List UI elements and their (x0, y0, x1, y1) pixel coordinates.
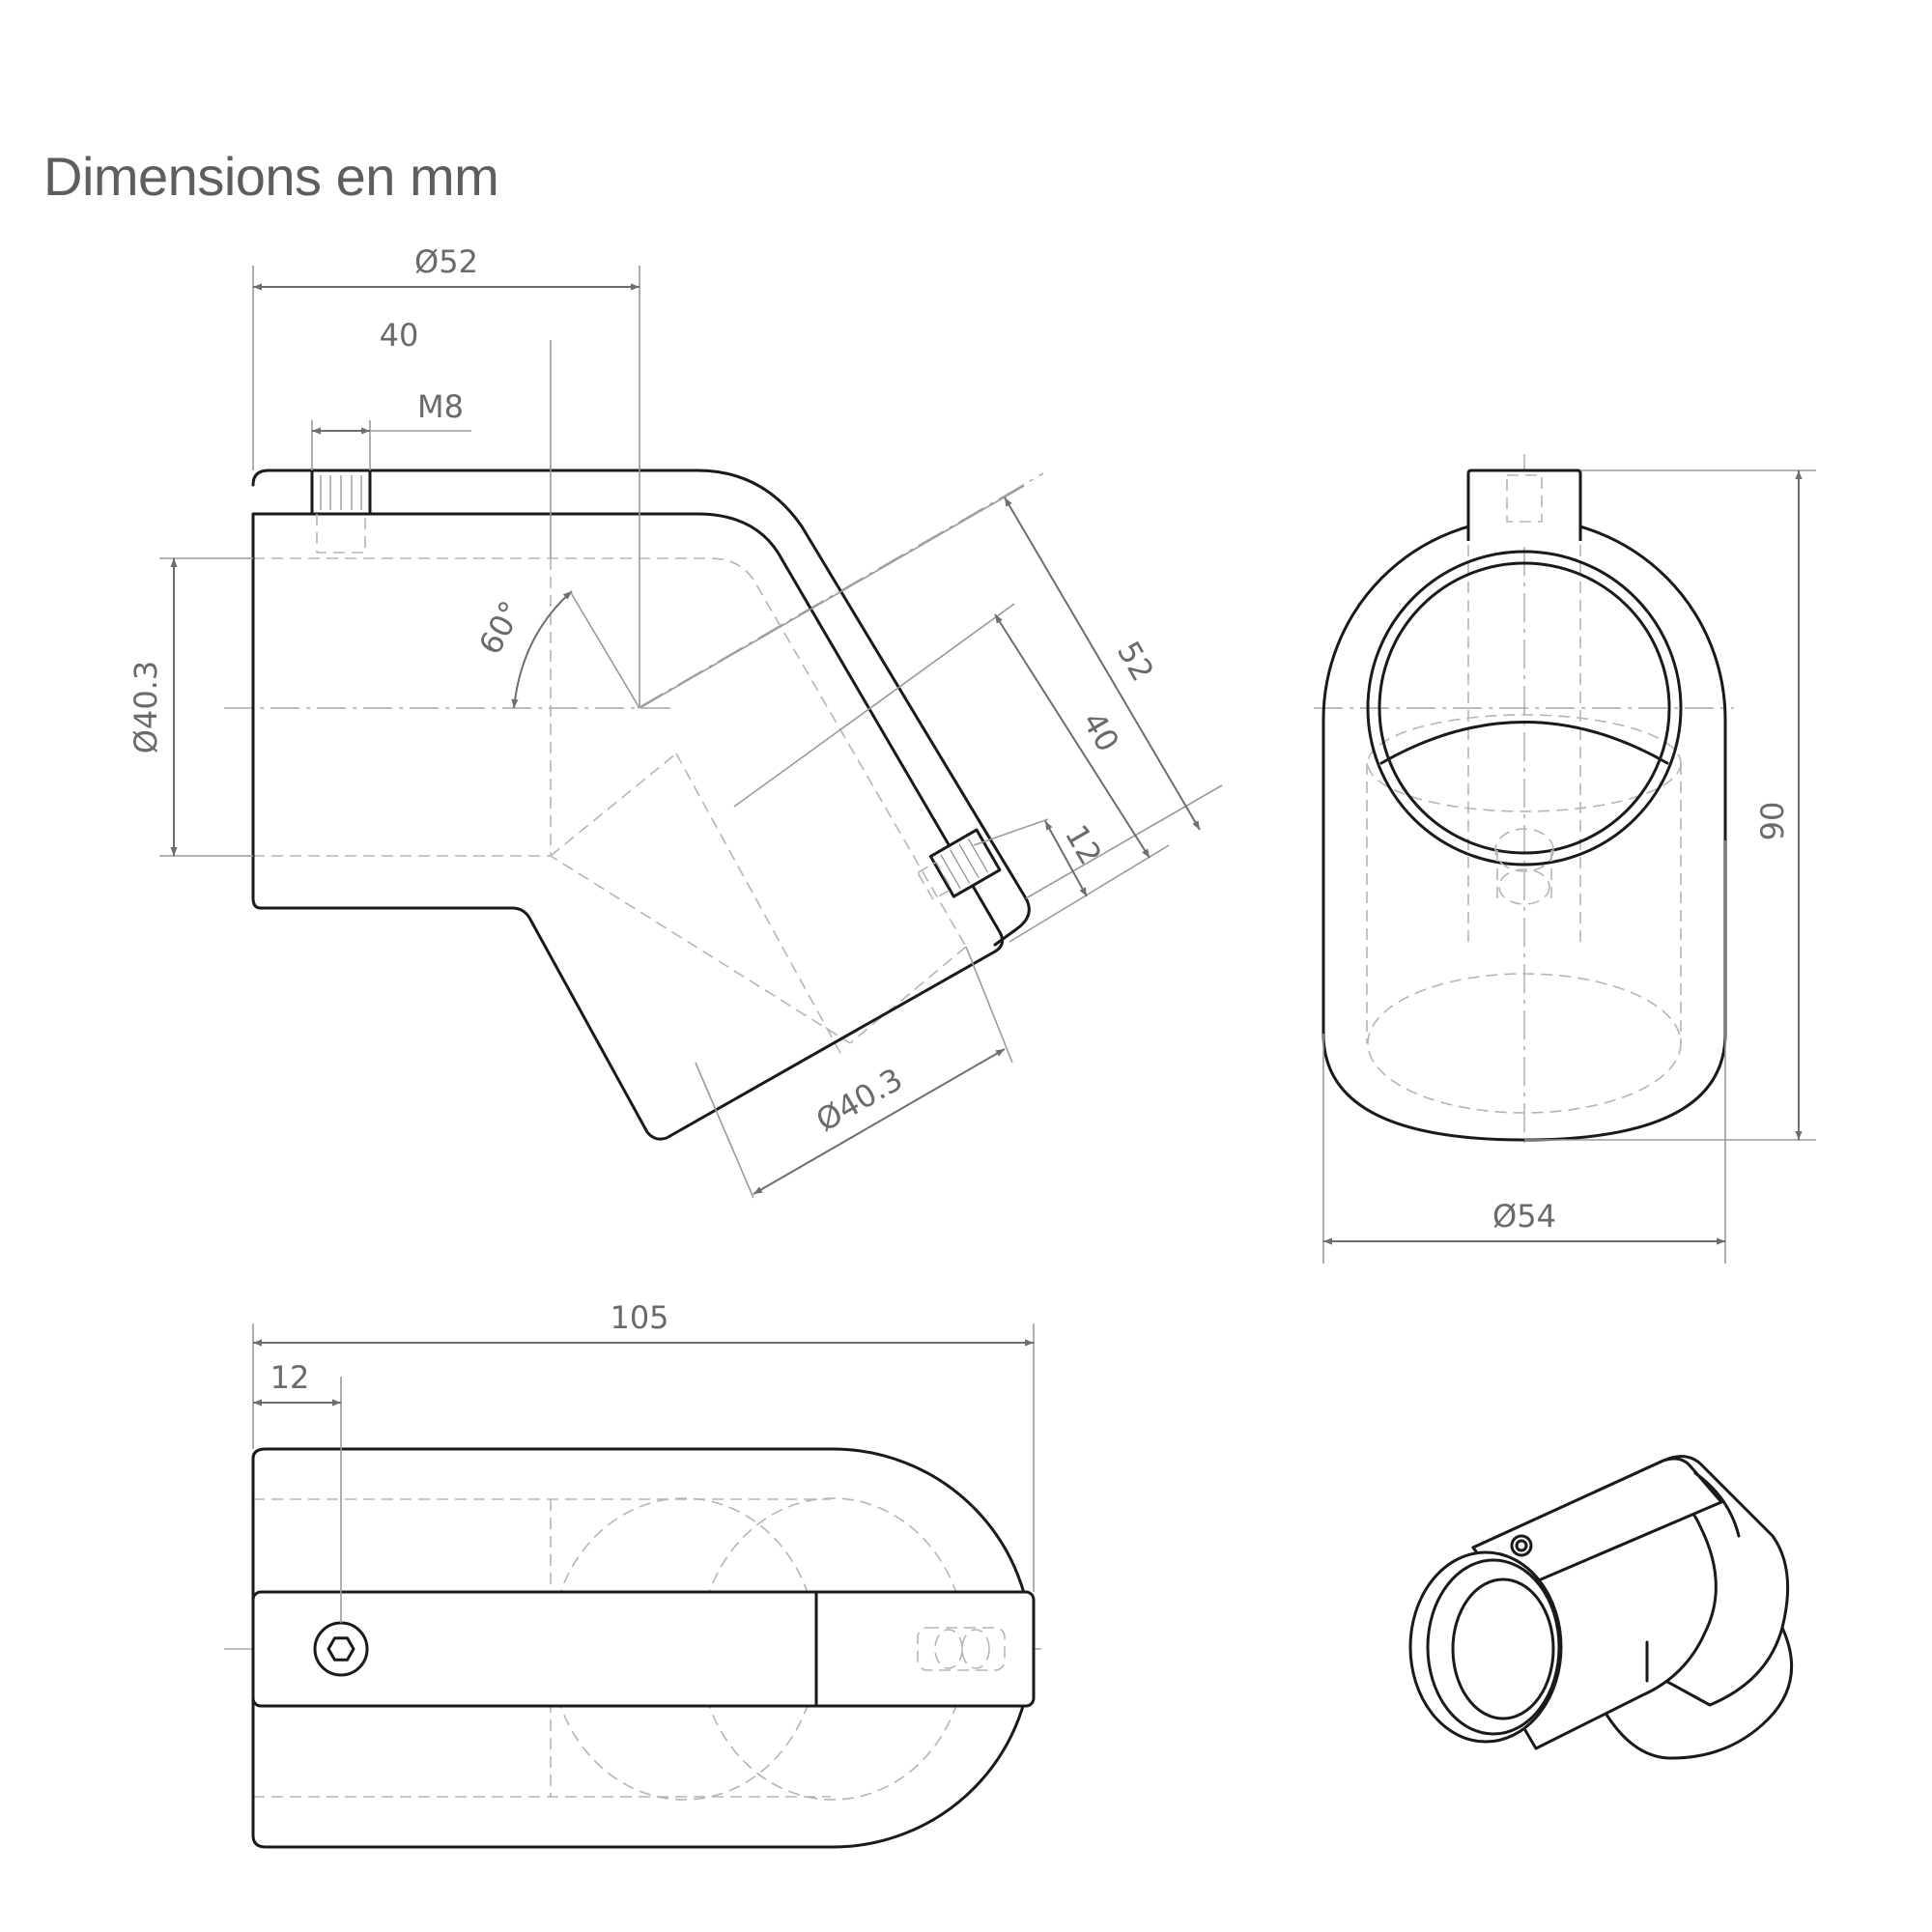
dim-angle: 60° (471, 595, 529, 661)
isometric-view (1408, 1455, 1794, 1760)
bottom-view: 105 12 (224, 1299, 1043, 1849)
page-title: Dimensions en mm (43, 146, 499, 207)
front-view: Ø52 40 M8 Ø40.3 60° 52 40 12 (128, 243, 1223, 1199)
side-view: Ø54 90 (1314, 454, 1816, 1264)
dim-bottom-offset: 12 (270, 1359, 310, 1396)
dim-left-diameter: Ø40.3 (128, 661, 164, 753)
dim-top-width: Ø52 (414, 243, 478, 280)
dim-branch-diameter: Ø40.3 (810, 1061, 909, 1139)
dim-diag-12: 12 (1058, 818, 1109, 870)
dim-diag-40: 40 (1075, 705, 1126, 757)
dim-side-height: 90 (1754, 802, 1791, 841)
dim-bottom-length: 105 (610, 1299, 668, 1336)
dim-thread: M8 (417, 388, 464, 425)
dim-top-depth: 40 (380, 317, 419, 354)
dim-diag-52: 52 (1110, 635, 1161, 687)
dim-side-diameter: Ø54 (1492, 1198, 1556, 1235)
